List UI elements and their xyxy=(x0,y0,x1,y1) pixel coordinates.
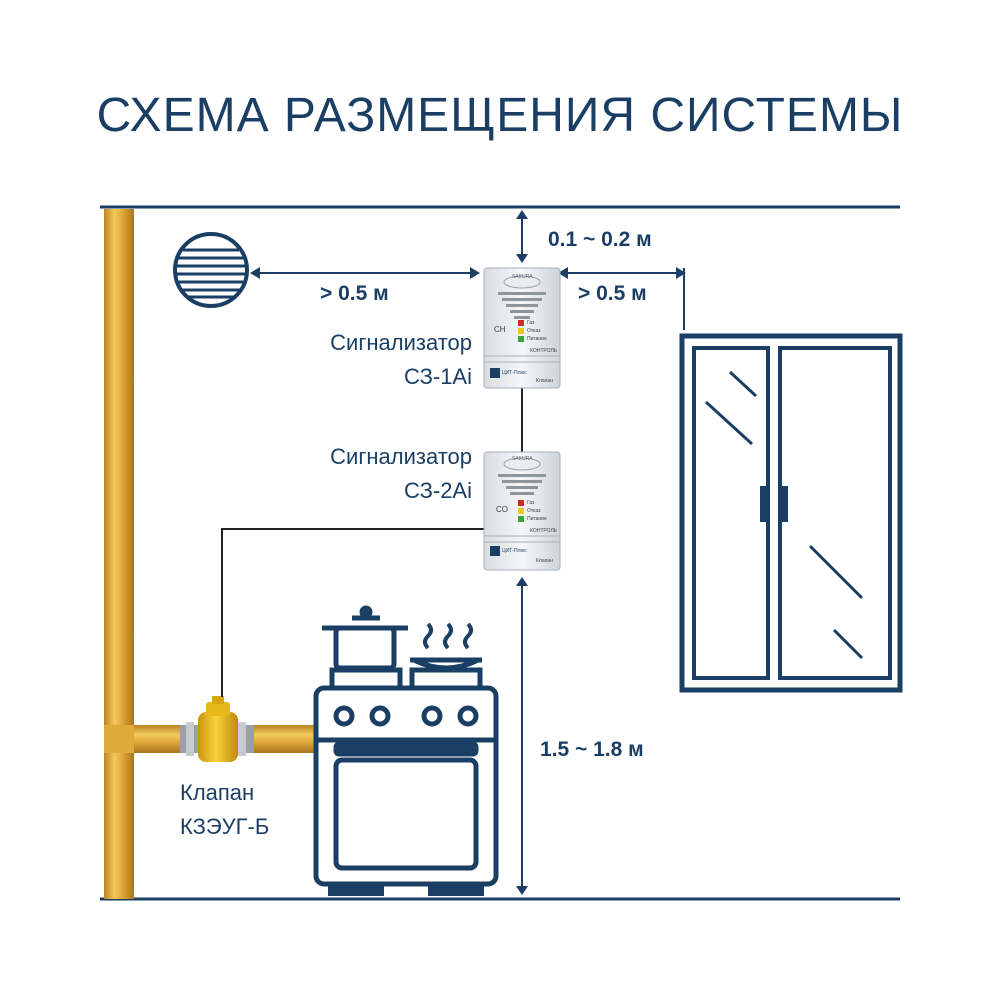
detector2-label-line1: Сигнализатор xyxy=(330,444,472,469)
dimension-arrows xyxy=(250,210,686,895)
detector1-indicator-fault: Отказ xyxy=(527,328,541,334)
ceiling-gap-label: 0.1 ~ 0.2 м xyxy=(548,228,652,251)
stove-icon xyxy=(313,667,499,896)
detector2-label-line2: СЗ-2Аi xyxy=(403,478,472,503)
valve-label-line2: КЗЭУГ-Б xyxy=(180,814,270,839)
detector1-indicator-power: Питание xyxy=(527,336,547,342)
detector-sz2 xyxy=(483,451,561,571)
detector1-bottom-label: Клапан xyxy=(536,378,553,384)
detector2-label: Сигнализатор СЗ-2Аi xyxy=(280,440,472,508)
detector2-brand: ЦИТ-Плюс xyxy=(502,548,527,554)
detector1-label-line2: СЗ-1Аi xyxy=(403,364,472,389)
page-title: СХЕМА РАЗМЕЩЕНИЯ СИСТЕМЫ xyxy=(96,89,904,142)
detector1-control-label: КОНТРОЛЬ xyxy=(530,348,558,354)
detector1-brand: ЦИТ-Плюс xyxy=(502,370,527,376)
detector2-bottom-label: Клапан xyxy=(536,558,553,564)
vent-gap-label: > 0.5 м xyxy=(320,282,389,305)
steam-icon xyxy=(423,622,473,650)
detector1-indicator-gas: Газ xyxy=(527,320,535,326)
pan-icon xyxy=(410,657,482,671)
detector1-gas-code: CH xyxy=(494,325,506,334)
window-gap-label: > 0.5 м xyxy=(578,282,647,305)
floor-height-label: 1.5 ~ 1.8 м xyxy=(540,738,644,761)
detector-sz1 xyxy=(483,267,561,389)
detector2-gas-code: CO xyxy=(496,505,508,514)
detector2-control-label: КОНТРОЛЬ xyxy=(530,528,558,534)
vent-icon xyxy=(173,232,249,308)
detector2-indicator-power: Питание xyxy=(527,516,547,522)
detector2-indicator-gas: Газ xyxy=(527,500,535,506)
pot-icon xyxy=(322,605,408,671)
gas-valve xyxy=(180,696,254,762)
detector2-indicator-fault: Отказ xyxy=(527,508,541,514)
detector1-brand-logo: SAKURA xyxy=(512,274,533,280)
window-icon xyxy=(679,333,903,693)
valve-label-line1: Клапан xyxy=(180,780,255,805)
valve-label: Клапан КЗЭУГ-Б xyxy=(180,776,340,844)
valve-wire xyxy=(221,528,484,697)
detector1-label: Сигнализатор СЗ-1Аi xyxy=(280,326,472,394)
detector2-brand-logo: SAKURA xyxy=(512,456,533,462)
detector1-label-line1: Сигнализатор xyxy=(330,330,472,355)
